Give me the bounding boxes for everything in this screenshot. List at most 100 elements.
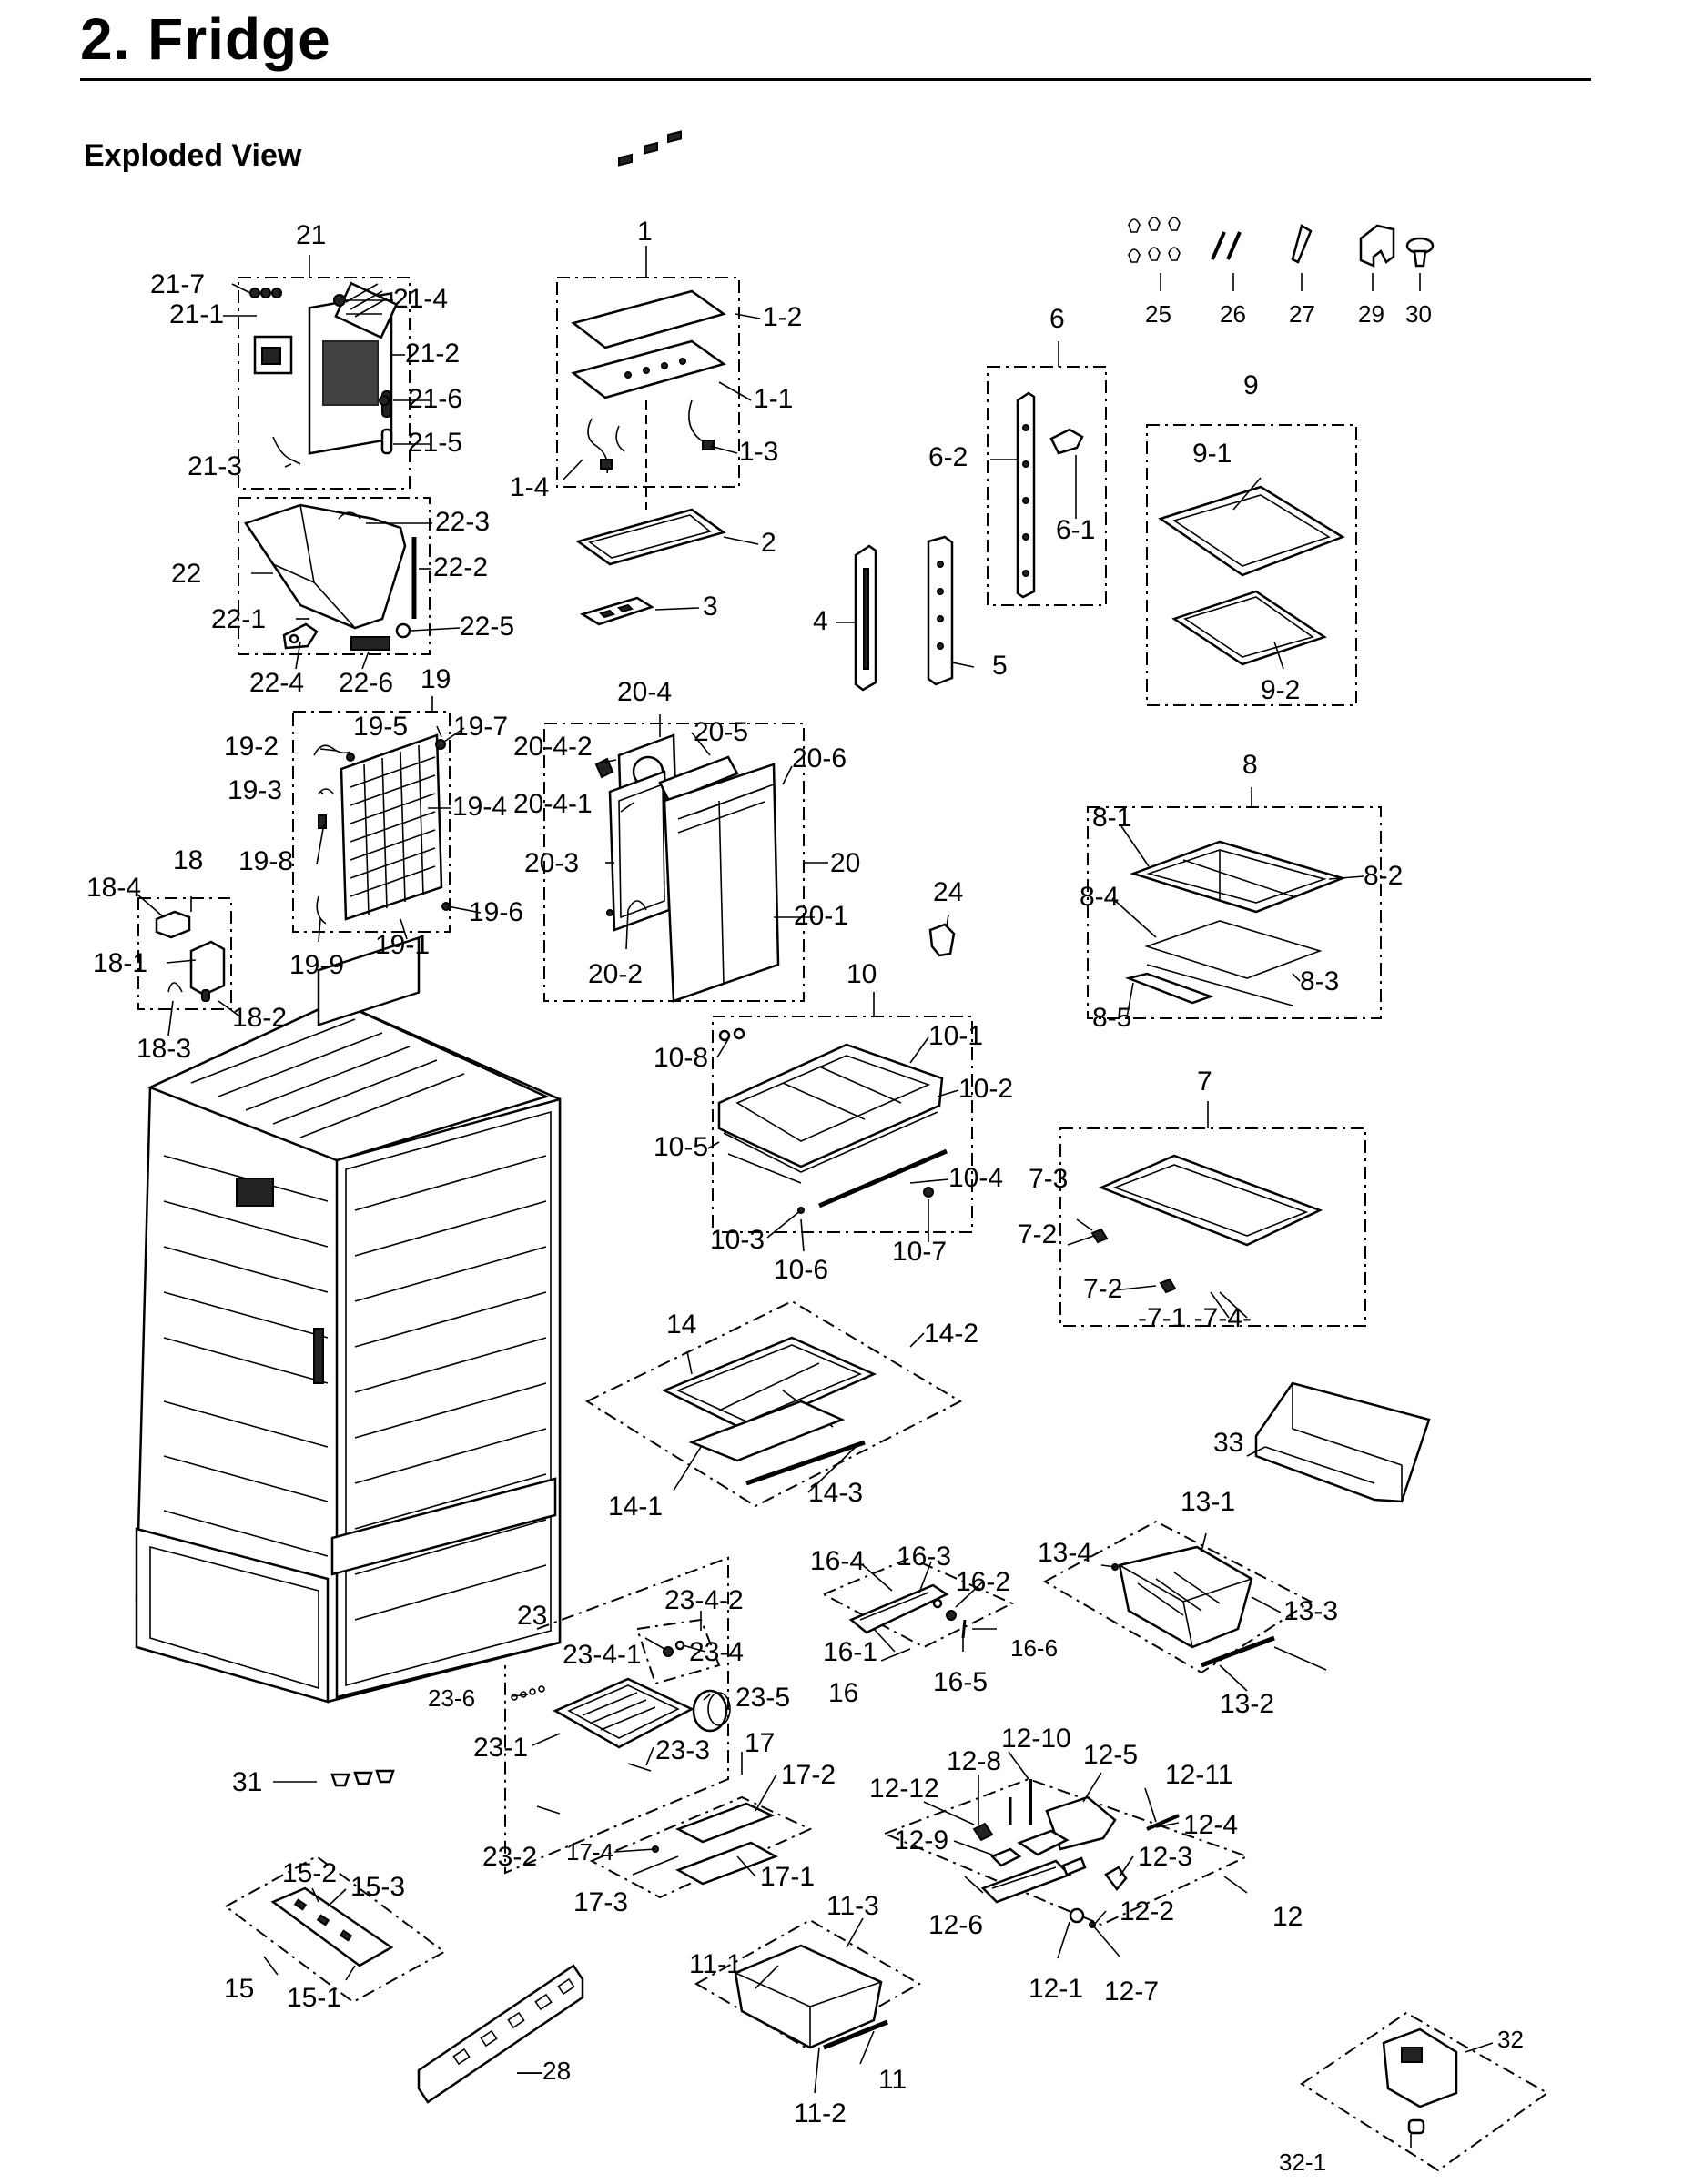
- label-21-6: 21-6: [408, 384, 462, 414]
- label-19: 19: [421, 664, 451, 694]
- group-7: [1059, 1101, 1366, 1327]
- part-labels: 21 21-7 21-4 21-1 21-2 21-6 21-5 2 1-3 22…: [86, 217, 1524, 2176]
- label-22-3: 22-3: [435, 507, 490, 537]
- label-15-2: 15-2: [282, 1858, 337, 1888]
- label-8-1: 8-1: [1092, 803, 1131, 833]
- label-21-1: 21-1: [169, 299, 224, 329]
- label-9-1: 9-1: [1192, 439, 1232, 469]
- label-15: 15: [224, 1974, 254, 2004]
- label-22-1: 22-1: [211, 604, 266, 634]
- label-23-2: 23-2: [482, 1842, 537, 1872]
- label-18-3: 18-3: [137, 1034, 191, 1064]
- label-19-7: 19-7: [453, 712, 508, 742]
- label-16-2: 16-2: [956, 1567, 1010, 1597]
- label-21-5: 21-5: [408, 428, 462, 458]
- label-5: 5: [992, 651, 1008, 681]
- label-21-2: 21-2: [405, 339, 460, 369]
- group-21-ice-maker: [238, 255, 411, 490]
- group-16: [821, 1556, 1015, 1649]
- label-10-4: 10-4: [948, 1163, 1003, 1193]
- group-18: [137, 897, 232, 1010]
- label-30: 30: [1405, 300, 1432, 328]
- label-3: 3: [703, 592, 718, 622]
- label-18-1: 18-1: [93, 948, 147, 978]
- label-20-1: 20-1: [794, 901, 848, 931]
- label-7-2-lower: 7-2: [1083, 1274, 1122, 1304]
- label-15-3: 15-3: [350, 1872, 405, 1902]
- hardware-25-30: [1128, 217, 1435, 291]
- label-27: 27: [1289, 300, 1315, 328]
- label-23-4: 23-4: [689, 1637, 744, 1667]
- part-24: [928, 923, 956, 957]
- label-1: 1: [637, 217, 653, 247]
- label-10-2: 10-2: [958, 1074, 1013, 1104]
- label-23-1: 23-1: [473, 1733, 528, 1763]
- group-10: [712, 1016, 973, 1233]
- label-1-1: 1-1: [754, 384, 793, 414]
- label-4: 4: [813, 606, 828, 636]
- label-31: 31: [232, 1767, 262, 1797]
- label-25: 25: [1145, 300, 1171, 328]
- label-13-2: 13-2: [1220, 1689, 1274, 1719]
- label-1-3: 1-3: [739, 437, 778, 467]
- label-11-3: 11-3: [826, 1891, 879, 1921]
- group-32: [1300, 2011, 1549, 2172]
- label-22-5: 22-5: [460, 612, 514, 642]
- label-21-4: 21-4: [393, 284, 448, 314]
- group-15: [224, 1855, 446, 2004]
- label-10-6: 10-6: [774, 1255, 828, 1285]
- label-8-4: 8-4: [1080, 882, 1119, 912]
- label-17-3: 17-3: [573, 1887, 628, 1917]
- label-6: 6: [1049, 304, 1065, 334]
- fridge-cabinet: [135, 935, 562, 1704]
- part-33: [1254, 1381, 1431, 1503]
- label-2: 2: [761, 528, 776, 558]
- group-11: [694, 1918, 922, 2050]
- label-8-2: 8-2: [1364, 861, 1403, 891]
- section-subtitle: Exploded View: [84, 138, 302, 173]
- label-11-2: 11-2: [794, 2098, 847, 2128]
- label-20-5: 20-5: [694, 717, 748, 747]
- label-12-9: 12-9: [894, 1825, 948, 1855]
- label-20-4-2: 20-4-2: [513, 732, 593, 762]
- label-22-2: 22-2: [433, 552, 488, 582]
- label-18-4: 18-4: [86, 873, 141, 903]
- group-8: [1087, 787, 1382, 1019]
- label-13-4: 13-4: [1038, 1538, 1092, 1568]
- label-11-1: 11-1: [689, 1949, 742, 1979]
- label-21-7: 21-7: [150, 269, 205, 299]
- label-16: 16: [828, 1678, 858, 1708]
- group-12: [882, 1777, 1250, 1928]
- label-10-5: 10-5: [654, 1132, 708, 1162]
- label-14-2: 14-2: [924, 1319, 978, 1349]
- label-32: 32: [1497, 2026, 1524, 2053]
- label-13-1: 13-1: [1181, 1487, 1235, 1517]
- label-17-2: 17-2: [781, 1760, 836, 1790]
- label-29: 29: [1358, 300, 1384, 328]
- label-19-3: 19-3: [228, 775, 282, 805]
- label-1-2: 1-2: [763, 302, 802, 332]
- label-19-5: 19-5: [353, 712, 408, 742]
- label-16-4: 16-4: [810, 1546, 865, 1576]
- label-12-3: 12-3: [1138, 1842, 1192, 1872]
- label-12-8: 12-8: [947, 1746, 1001, 1776]
- label-21: 21: [296, 220, 326, 250]
- label-23-4-2: 23-4-2: [664, 1585, 744, 1615]
- label-10-1: 10-1: [928, 1021, 983, 1051]
- label-12-11: 12-11: [1165, 1760, 1233, 1790]
- label-24: 24: [933, 877, 963, 907]
- label-12-2: 12-2: [1120, 1896, 1174, 1926]
- label-12-6: 12-6: [928, 1910, 983, 1940]
- label-23-5: 23-5: [735, 1683, 790, 1713]
- label-10-3: 10-3: [710, 1225, 765, 1255]
- label-12-4: 12-4: [1183, 1810, 1238, 1840]
- label-19-6: 19-6: [469, 897, 523, 927]
- label-8-3: 8-3: [1300, 966, 1339, 996]
- label-6-1: 6-1: [1056, 515, 1095, 545]
- label-8-5: 8-5: [1092, 1003, 1131, 1033]
- label-20-2: 20-2: [588, 959, 643, 989]
- label-16-6: 16-6: [1010, 1634, 1058, 1662]
- label-23-6: 23-6: [428, 1684, 475, 1712]
- label-16-1: 16-1: [823, 1637, 877, 1667]
